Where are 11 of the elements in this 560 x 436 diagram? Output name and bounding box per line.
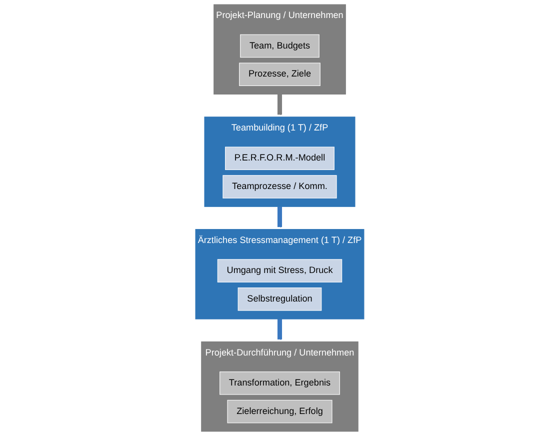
node-box: Zielerreichung, Erfolg bbox=[227, 400, 333, 424]
node-box: Umgang mit Stress, Druck bbox=[218, 259, 342, 282]
arrow bbox=[278, 318, 282, 342]
node-box: Transformation, Ergebnis bbox=[220, 372, 340, 395]
node-box: P.E.R.F.O.R.M.-Modell bbox=[225, 146, 335, 170]
arrow bbox=[278, 94, 282, 118]
node-box: Selbstregulation bbox=[238, 288, 322, 311]
node-box: Teamprozesse / Komm. bbox=[222, 175, 338, 198]
node-box: Team, Budgets bbox=[240, 34, 320, 58]
arrow bbox=[278, 206, 282, 230]
node-box: Prozesse, Ziele bbox=[239, 62, 321, 86]
